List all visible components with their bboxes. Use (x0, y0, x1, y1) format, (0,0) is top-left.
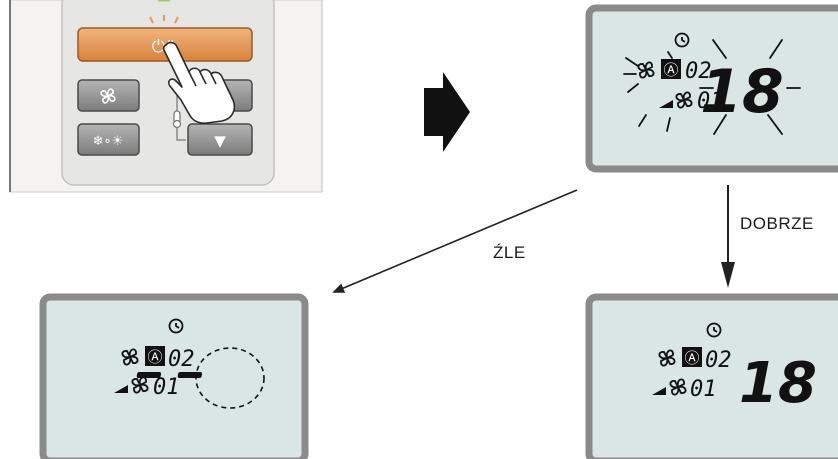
lcd-wrong: Ⓐ 02 01 (39, 293, 309, 459)
fan-icon (637, 61, 655, 79)
temp-down-button[interactable]: ▼ (187, 123, 253, 156)
signal-triangle (659, 100, 673, 108)
fan-icon (658, 349, 676, 367)
correct-path-arrow (721, 185, 735, 288)
lcd-correct: Ⓐ 02 01 18 (585, 293, 838, 459)
lcd-top-code: 02 (705, 348, 732, 373)
timer-icon (168, 318, 184, 334)
lcd-temperature: 18 (700, 57, 784, 127)
press-indicator (149, 15, 179, 24)
fan-icon (675, 91, 693, 109)
error-circle (195, 347, 265, 409)
lcd-top-code: 02 (168, 347, 195, 372)
lcd-temperature: 18 (739, 351, 817, 416)
timer-icon (674, 32, 690, 48)
svg-text:Ⓐ: Ⓐ (147, 348, 162, 366)
mode-button[interactable]: ❄∘☀ (77, 123, 140, 156)
wrong-path-arrow (332, 189, 578, 293)
fan-icon (100, 88, 116, 104)
label-correct: DOBRZE (740, 214, 814, 233)
label-wrong: ŹLE (493, 243, 526, 262)
mode-icons: ❄∘☀ (93, 134, 124, 149)
lcd-top-code: 02 (685, 59, 712, 84)
signal-triangle (652, 387, 666, 395)
svg-text:Ⓐ: Ⓐ (684, 349, 699, 367)
lcd-bottom-code: 01 (697, 89, 724, 114)
timer-icon (706, 322, 722, 338)
down-arrow-icon: ▼ (214, 132, 226, 150)
auto-mode-badge: Ⓐ (661, 59, 681, 79)
big-arrow-icon (424, 72, 470, 152)
fan-icon (131, 376, 149, 394)
remote-control: ⏻/| ❄∘☀ ▼ (9, 0, 323, 193)
lcd-blinking: Ⓐ 02 01 18 (585, 4, 838, 173)
svg-text:Ⓐ: Ⓐ (663, 61, 678, 79)
lcd-bottom-code: 01 (153, 375, 180, 400)
fan-button[interactable] (77, 79, 140, 112)
fan-icon (669, 378, 687, 396)
auto-mode-badge: Ⓐ (682, 347, 702, 367)
lcd-bottom-code: 01 (690, 377, 717, 402)
blink-rays (623, 39, 801, 135)
hand-pointer-icon (162, 41, 236, 124)
auto-mode-badge: Ⓐ (145, 346, 165, 366)
signal-triangle (114, 385, 128, 393)
power-button[interactable]: ⏻/| (77, 27, 253, 62)
fan-icon (121, 348, 139, 366)
